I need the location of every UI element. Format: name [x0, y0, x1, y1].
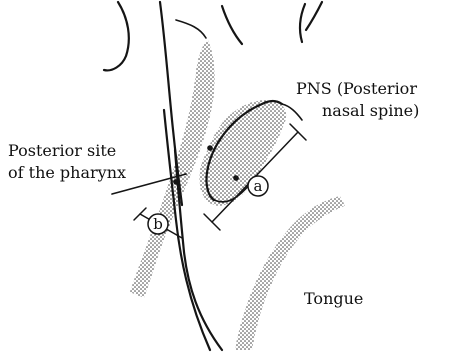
tongue-label: Tongue — [304, 289, 363, 308]
nasal-contour-fork — [176, 20, 206, 38]
landmark-point-upper — [207, 145, 213, 151]
pharynx-label-line2: of the pharynx — [8, 163, 126, 182]
pharynx-label-line1: Posterior site — [8, 141, 116, 160]
dimension-b-tick — [134, 208, 146, 220]
nasal-conchae-right-a — [300, 4, 305, 42]
nasal-contour-left — [104, 2, 129, 70]
pns-label-line1: PNS (Posterior — [296, 79, 417, 98]
landmark-point-pharynx — [173, 179, 179, 185]
tongue-stipple — [235, 196, 345, 350]
nasal-conchae-right-b — [306, 2, 322, 30]
nasal-contour-center — [222, 6, 242, 44]
landmark-point-lower — [233, 175, 239, 181]
pns-label-line2: nasal spine) — [322, 101, 419, 120]
measure-b-label: b — [153, 215, 163, 233]
measure-a-label: a — [254, 177, 263, 195]
